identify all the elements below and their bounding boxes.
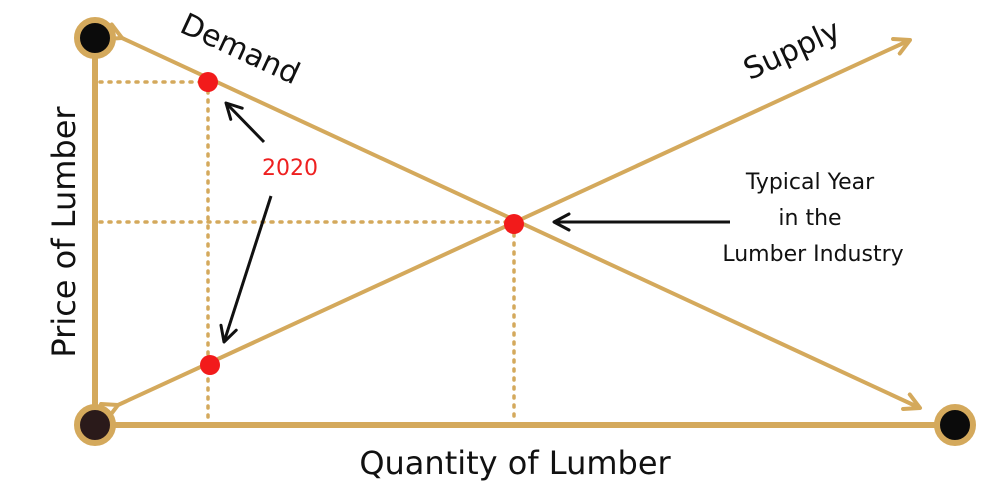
point-2020-demand [198, 72, 218, 92]
arrow-2020-to-supply [219, 195, 273, 344]
axis-endpoints [74, 17, 976, 446]
axes [92, 38, 955, 428]
typical-year-line-1: Typical Year [745, 170, 875, 195]
point-equilibrium [504, 214, 524, 234]
typical-year-line-3: Lumber Industry [722, 242, 903, 267]
demand-label: Demand [175, 7, 305, 92]
point-2020-supply [200, 355, 220, 375]
arrow-2020-to-demand [224, 101, 266, 144]
origin-endpoint [74, 404, 116, 446]
typical-year-line-2: in the [778, 206, 841, 231]
x-axis-endpoint [934, 404, 976, 446]
year-2020-label: 2020 [262, 156, 318, 181]
y-axis-label: Price of Lumber [45, 106, 83, 358]
x-axis-label: Quantity of Lumber [359, 444, 671, 482]
y-axis-endpoint [74, 17, 116, 59]
